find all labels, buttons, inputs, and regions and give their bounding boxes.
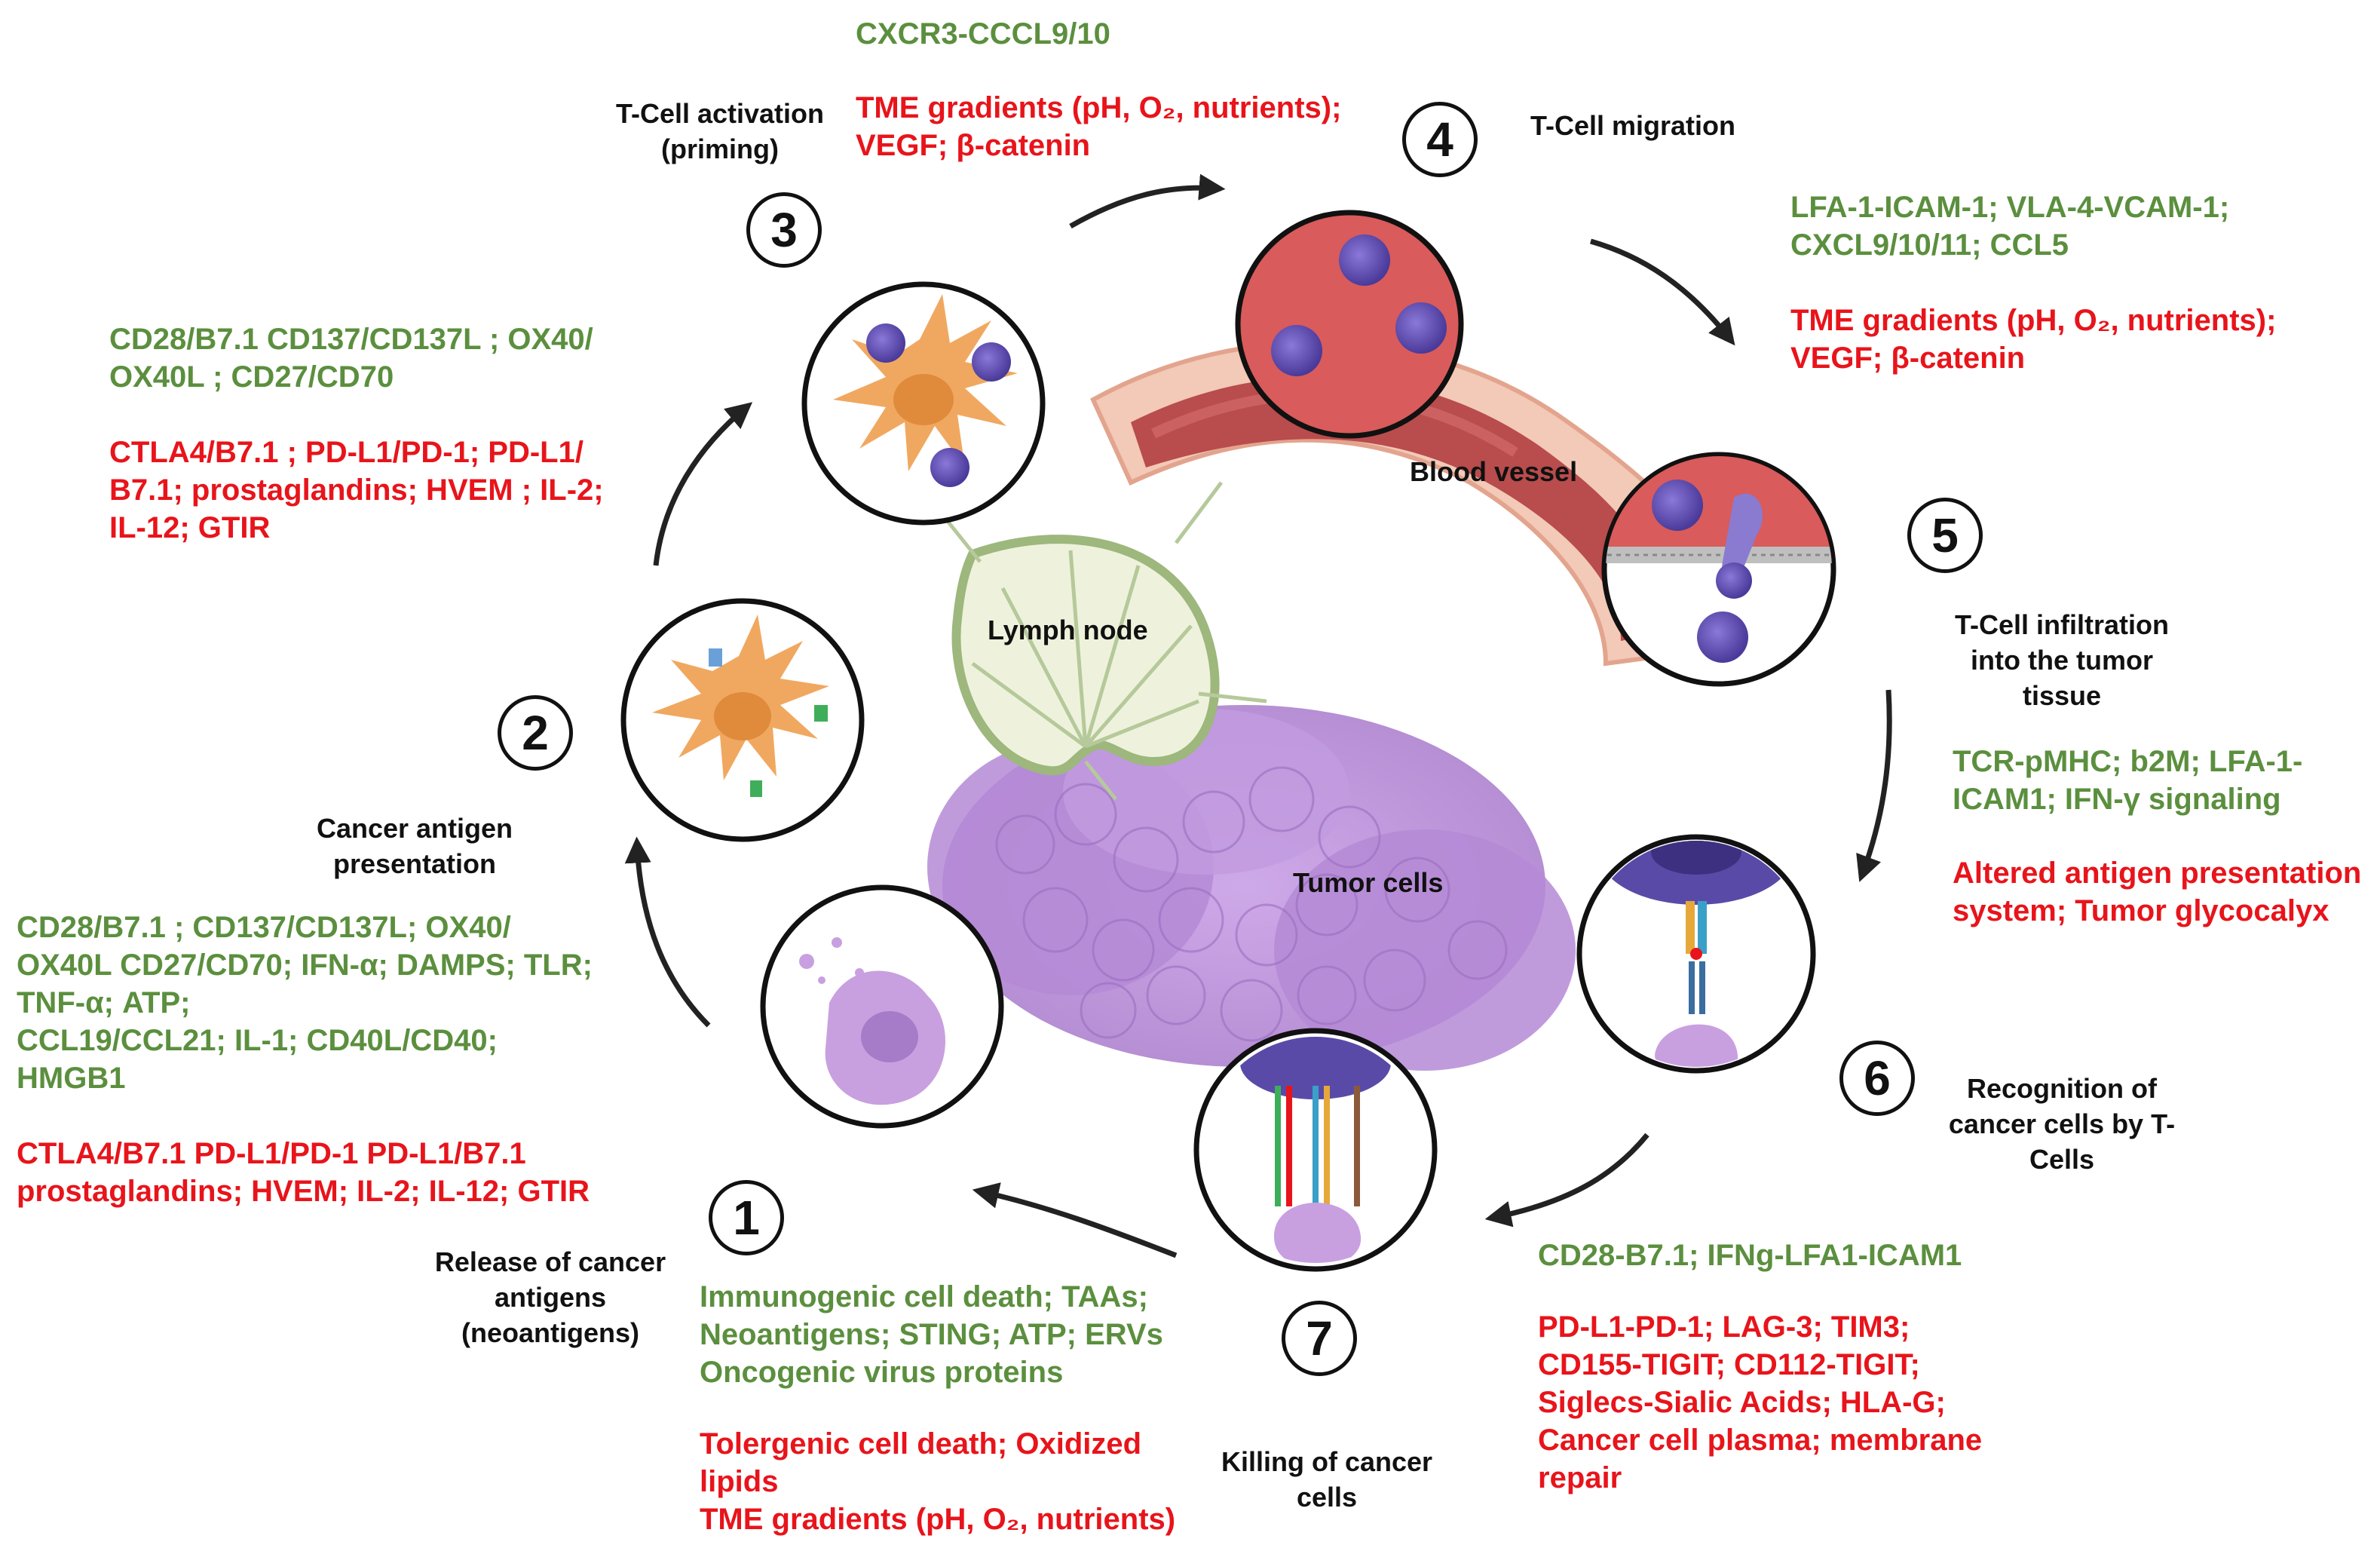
- step3-dendritic-tcell-illustration: [801, 281, 1046, 526]
- step-7-number: 7: [1282, 1301, 1357, 1376]
- step-2-promoting-factors: CD28/B7.1 ; CD137/CD137L; OX40/ OX40L CD…: [17, 911, 593, 1095]
- step-1-inhibiting-factors: Tolergenic cell death; Oxidized lipids T…: [700, 1427, 1176, 1536]
- step7-killing-illustration: [1193, 1028, 1438, 1272]
- step-1-number: 1: [709, 1180, 784, 1255]
- step-6-title: Recognition of cancer cells by T- Cells: [1948, 1073, 2176, 1175]
- step-4-number: 4: [1402, 102, 1478, 177]
- step6-recognition-illustration: [1576, 834, 1816, 1074]
- step-5-title: T-Cell infiltration into the tumor tissu…: [1955, 609, 2169, 711]
- step-3-number: 3: [746, 192, 822, 268]
- step-4-promoting-factors: CXCR3-CCCL9/10: [856, 17, 1110, 51]
- step-7-promoting-factors: CD28-B7.1; IFNg-LFA1-ICAM1: [1538, 1239, 1962, 1272]
- blood-vessel-label: Blood vessel: [1410, 456, 1578, 487]
- step-5-promoting-factors: LFA-1-ICAM-1; VLA-4-VCAM-1; CXCL9/10/11;…: [1790, 191, 2230, 262]
- step-3-promoting-factors: CD28/B7.1 CD137/CD137L ; OX40/ OX40L ; C…: [109, 323, 593, 394]
- step-3-title: T-Cell activation (priming): [615, 98, 825, 164]
- tumor-cells-label: Tumor cells: [1293, 867, 1444, 898]
- step-5-inhibiting-factors: TME gradients (pH, O₂, nutrients); VEGF;…: [1790, 304, 2277, 375]
- step-6-promoting-factors: TCR-pMHC; b2M; LFA-1- ICAM1; IFN-γ signa…: [1953, 745, 2303, 816]
- step-2-number: 2: [498, 695, 573, 771]
- step5-extravasation-illustration: [1601, 452, 1836, 687]
- step-5-number: 5: [1907, 498, 1983, 573]
- lymph-node-label: Lymph node: [988, 615, 1148, 645]
- step-1-promoting-factors: Immunogenic cell death; TAAs; Neoantigen…: [700, 1280, 1163, 1389]
- step-4-title: T-Cell migration: [1530, 110, 1736, 141]
- step-6-inhibiting-factors: Altered antigen presentation system; Tum…: [1953, 857, 2362, 927]
- step-3-inhibiting-factors: CTLA4/B7.1 ; PD-L1/PD-1; PD-L1/ B7.1; pr…: [109, 436, 604, 544]
- cycle-arrows: [624, 173, 1892, 1258]
- step-6-number: 6: [1839, 1041, 1915, 1116]
- step-2-title: Cancer antigen presentation: [316, 813, 513, 879]
- step-1-title: Release of cancer antigens (neoantigens): [434, 1246, 666, 1348]
- step4-circulating-tcell-illustration: [1235, 210, 1464, 439]
- step-7-title: Killing of cancer cells: [1221, 1446, 1433, 1513]
- lymph-node: [933, 481, 1267, 801]
- step1-dying-cancer-cell-illustration: [760, 884, 1004, 1129]
- step2-antigen-presenting-cell-illustration: [620, 598, 865, 842]
- step-2-inhibiting-factors: CTLA4/B7.1 PD-L1/PD-1 PD-L1/B7.1 prostag…: [17, 1137, 590, 1208]
- step-4-inhibiting-factors: TME gradients (pH, O₂, nutrients); VEGF;…: [856, 91, 1342, 162]
- step-7-inhibiting-factors: PD-L1-PD-1; LAG-3; TIM3; CD155-TIGIT; CD…: [1538, 1310, 1983, 1494]
